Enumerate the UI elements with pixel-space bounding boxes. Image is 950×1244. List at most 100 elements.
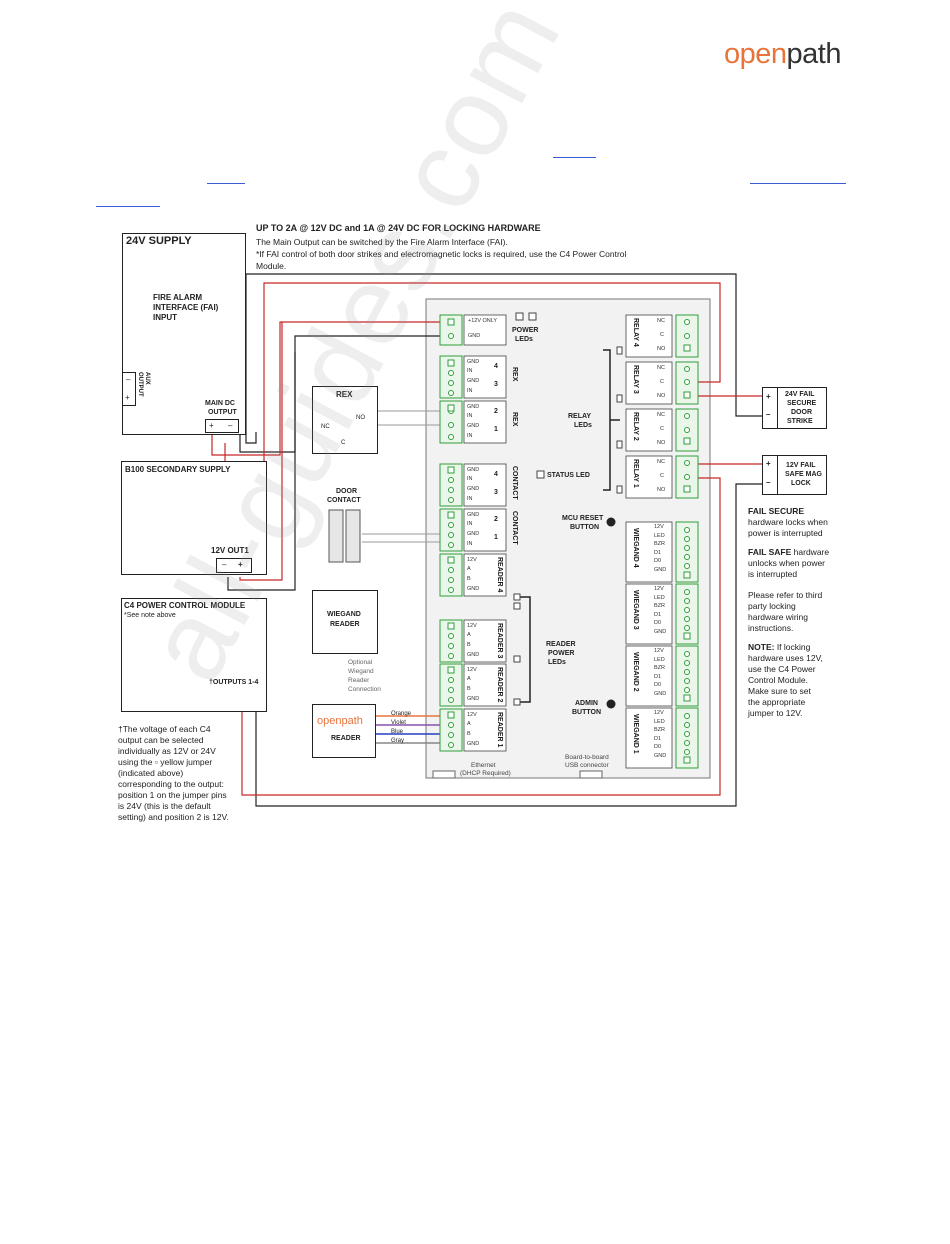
- power-leds-2: LEDs: [515, 336, 533, 343]
- strike-polarity: [762, 387, 778, 429]
- c4-footnote-1: †The voltage of each C4: [118, 724, 211, 734]
- c4-footnote-7: position 1 on the jumper pins: [118, 790, 227, 800]
- note-12v-line6: jumper to 12V.: [748, 708, 803, 718]
- wiegand2-row-d1: D1: [654, 673, 662, 680]
- wiegand2-label: WIEGAND 2: [632, 652, 639, 692]
- note-12v-line0: If locking: [774, 642, 811, 652]
- reader4-label: READER 4: [496, 557, 503, 593]
- hyperlink-fragment[interactable]: [207, 183, 245, 184]
- hyperlink-fragment[interactable]: [750, 183, 846, 184]
- wiegand2-row-d0: D0: [654, 682, 662, 688]
- supply-24v-title: 24V SUPPLY: [126, 235, 192, 247]
- note-12v-line1: hardware uses 12V,: [748, 653, 823, 663]
- contact-num-2: 2: [494, 516, 498, 523]
- hyperlink-fragment[interactable]: [96, 206, 160, 207]
- usb-label-1: Board-to-board: [565, 754, 609, 761]
- diagram-title: UP TO 2A @ 12V DC and 1A @ 24V DC FOR LO…: [256, 223, 541, 233]
- main-dc-terminal: [205, 419, 239, 433]
- usb-label-2: USB connector: [565, 762, 609, 769]
- relay3-c: C: [660, 379, 664, 385]
- b100-out-label: 12V OUT1: [211, 546, 249, 555]
- b100-supply-box: [121, 461, 267, 575]
- wiegand3-label: WIEGAND 3: [632, 590, 639, 630]
- reader3-row2: A: [467, 632, 471, 638]
- wiegand3-row-d0: D0: [654, 620, 662, 626]
- c4-footnote-5: (indicated above): [118, 768, 184, 778]
- reader1-row1: 12V: [467, 712, 477, 718]
- b100-out-terminal: [216, 558, 252, 573]
- rex2-row2: IN: [467, 413, 473, 419]
- relay2-nc: NC: [657, 412, 665, 418]
- fai-label-2: INTERFACE (FAI): [153, 303, 219, 312]
- reader2-row1: 12V: [467, 667, 477, 673]
- c4-title: C4 POWER CONTROL MODULE: [124, 601, 246, 610]
- c4-footnote-2: output can be selected: [118, 735, 204, 745]
- wiegand4-row-gnd: GND: [654, 566, 667, 573]
- hyperlink-fragment[interactable]: [553, 157, 596, 158]
- maglock-label-2: SAFE MAG: [785, 471, 822, 478]
- note-third-party: Please refer to third party locking hard…: [748, 590, 822, 634]
- wire-orange: Orange: [391, 711, 412, 717]
- power-12v-label: +12V ONLY: [468, 318, 498, 324]
- c4-footnote-9: setting) and position 2 is 12V.: [118, 812, 229, 822]
- admin-button-2: BUTTON: [572, 709, 602, 716]
- diagram-line3: Module.: [256, 261, 287, 271]
- reader4-row1: 12V: [467, 557, 477, 563]
- relay-leds-2: LEDs: [574, 422, 592, 429]
- reader1-label: READER 1: [496, 712, 503, 748]
- note-12v-title: NOTE:: [748, 642, 775, 652]
- contact4-row4: IN: [467, 496, 473, 502]
- note-fail-safe-line1: unlocks when power: [748, 558, 826, 568]
- supply-24v-box: [122, 233, 246, 435]
- relay3-nc: NC: [657, 365, 665, 371]
- wiegand1-row-12v: 12V: [654, 710, 664, 716]
- reader1-row3: B: [467, 731, 471, 737]
- rex-nc: NC: [321, 424, 330, 430]
- strike-minus: –: [766, 410, 771, 419]
- wiegand1-row-bzr: BZR: [654, 727, 665, 733]
- contact-label-upper: CONTACT: [511, 466, 518, 500]
- rex2-row4: IN: [467, 433, 473, 439]
- aux-plus: +: [125, 393, 130, 402]
- relay1-no: NO: [657, 487, 666, 493]
- c4-footnote-3: individually as 12V or 24V: [118, 746, 216, 756]
- maglock-label-3: LOCK: [791, 480, 811, 487]
- relay3-label: RELAY 3: [632, 365, 639, 394]
- wiegand2-row-12v: 12V: [654, 648, 664, 654]
- note-third-line1: Please refer to third: [748, 590, 823, 600]
- note-fail-safe-line2: is interrupted: [748, 569, 798, 579]
- wiegand1-rows: 12V LED BZR D1 D0 GND: [654, 709, 666, 760]
- rex4-row3: GND: [467, 378, 480, 384]
- wiegand4-row-12v: 12V: [654, 524, 664, 530]
- wiegand-reader-box: [312, 590, 378, 654]
- note-12v-line3: Control Module.: [748, 675, 809, 685]
- rex-label-upper: REX: [511, 367, 518, 382]
- wiegand3-rows: 12V LED BZR D1 D0 GND: [654, 585, 666, 636]
- contact2-row2: IN: [467, 521, 473, 527]
- relay4-no: NO: [657, 346, 666, 352]
- c4-note: *See note above: [124, 612, 176, 619]
- wiegand2-row-led: LED: [654, 656, 665, 663]
- openpath-reader-box: [312, 704, 376, 758]
- optional-4: Connection: [348, 686, 381, 693]
- wiegand2-rows: 12V LED BZR D1 D0 GND: [654, 647, 666, 698]
- note-fail-secure: FAIL SECURE hardware locks when power is…: [748, 506, 828, 539]
- relay3-no: NO: [657, 393, 666, 399]
- strike-label-1: 24V FAIL: [785, 391, 815, 398]
- rex2-row1: GND: [467, 404, 480, 410]
- logo-path-text: path: [786, 38, 842, 70]
- openpath-logo: openpath: [724, 38, 841, 71]
- contact4-row3: GND: [467, 486, 480, 492]
- wiegand4-row-led: LED: [654, 532, 665, 539]
- note-12v: NOTE: If locking hardware uses 12V, use …: [748, 642, 823, 719]
- reader3-label: READER 3: [496, 623, 503, 659]
- rex-label-lower: REX: [511, 412, 518, 427]
- aux-minus: –: [126, 375, 131, 384]
- main-dc-minus: –: [228, 421, 233, 430]
- strike-label-2: SECURE: [787, 400, 817, 407]
- wiegand3-row-led: LED: [654, 594, 665, 601]
- rex-num-4: 4: [494, 363, 498, 370]
- reader4-row2: A: [467, 566, 471, 572]
- relay1-label: RELAY 1: [632, 459, 639, 488]
- reader-power-leds-3: LEDs: [548, 659, 566, 666]
